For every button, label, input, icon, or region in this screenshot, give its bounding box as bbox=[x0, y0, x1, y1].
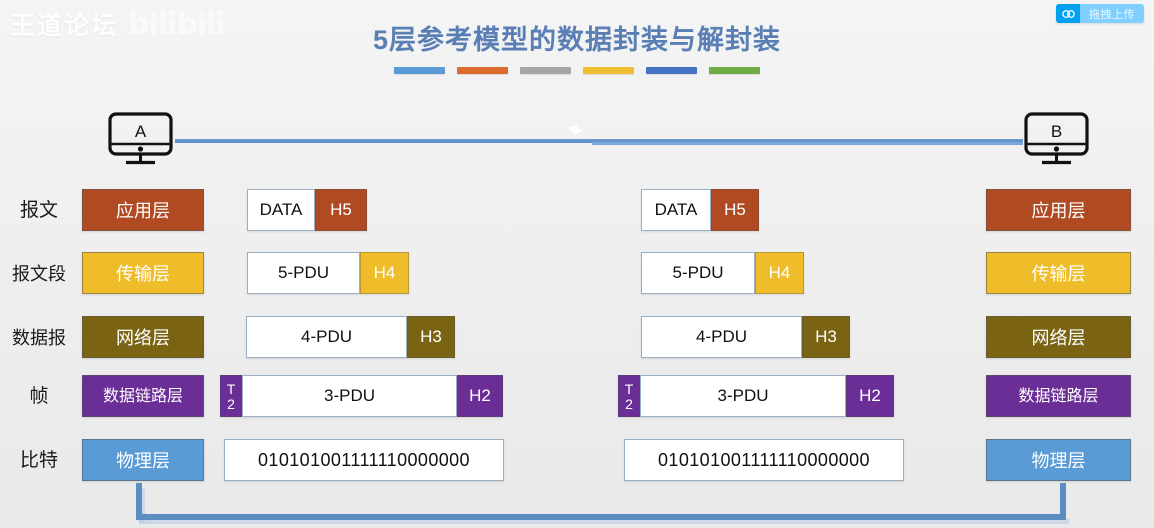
host-link-line-segment bbox=[592, 142, 1023, 145]
row-label-0: 报文 bbox=[19, 200, 58, 221]
row-physical: 比特 物理层 010101001111110000000 01010100111… bbox=[0, 439, 1154, 483]
accent-bar-5 bbox=[709, 67, 760, 74]
row-label-4: 比特 bbox=[19, 450, 58, 471]
trailer-line-1: T bbox=[624, 381, 634, 398]
accent-bar-group bbox=[0, 67, 1154, 74]
packet-right-physical-bits: 010101001111110000000 bbox=[624, 439, 904, 481]
upload-button-label: 拖拽上传 bbox=[1080, 4, 1144, 23]
packet-left-application-header: H5 bbox=[315, 189, 367, 231]
packet-right-network-body: 4-PDU bbox=[641, 316, 802, 358]
trailer-line-2: 2 bbox=[625, 395, 633, 412]
packet-right-application-header: H5 bbox=[711, 189, 759, 231]
packet-left-transport-body: 5-PDU bbox=[247, 252, 360, 294]
row-label-1: 报文段 bbox=[12, 264, 66, 284]
layer-box-right-transport[interactable]: 传输层 bbox=[986, 252, 1131, 294]
mouse-cursor-icon bbox=[568, 124, 584, 135]
packet-left-physical[interactable]: 010101001111110000000 bbox=[224, 439, 504, 481]
host-a-monitor-icon: A bbox=[107, 112, 174, 168]
accent-bar-0 bbox=[394, 67, 445, 74]
layer-box-right-application[interactable]: 应用层 bbox=[986, 189, 1131, 231]
row-label-2: 数据报 bbox=[12, 328, 66, 348]
packet-right-transport-body: 5-PDU bbox=[641, 252, 755, 294]
layer-box-left-transport[interactable]: 传输层 bbox=[82, 252, 204, 294]
host-b-monitor-icon: B bbox=[1023, 112, 1090, 168]
packet-left-application[interactable]: DATA H5 bbox=[247, 189, 367, 231]
packet-right-application[interactable]: DATA H5 bbox=[641, 189, 759, 231]
packet-left-transport-header: H4 bbox=[360, 252, 409, 294]
layer-box-left-physical[interactable]: 物理层 bbox=[82, 439, 204, 481]
bracket-right-leg bbox=[1060, 483, 1066, 519]
cloud-icon bbox=[1056, 4, 1080, 23]
bracket-bottom-bar bbox=[136, 514, 1066, 520]
accent-bar-2 bbox=[520, 67, 571, 74]
row-network: 数据报 网络层 4-PDU H3 4-PDU H3 网络层 bbox=[0, 316, 1154, 360]
packet-left-transport[interactable]: 5-PDU H4 bbox=[247, 252, 409, 294]
packet-right-physical[interactable]: 010101001111110000000 bbox=[624, 439, 904, 481]
accent-bar-1 bbox=[457, 67, 508, 74]
row-application: 报文 应用层 DATA H5 DATA H5 应用层 bbox=[0, 189, 1154, 233]
layer-box-left-datalink[interactable]: 数据链路层 bbox=[82, 375, 204, 417]
row-label-3: 帧 bbox=[29, 386, 49, 407]
bracket-bottom-shadow bbox=[139, 519, 1069, 524]
host-link-line bbox=[175, 139, 1023, 143]
packet-right-transport-header: H4 bbox=[755, 252, 804, 294]
packet-left-network-body: 4-PDU bbox=[246, 316, 407, 358]
layer-box-left-application[interactable]: 应用层 bbox=[82, 189, 204, 231]
trailer-line-1: T bbox=[226, 381, 236, 398]
accent-bar-3 bbox=[583, 67, 634, 74]
layer-box-right-datalink[interactable]: 数据链路层 bbox=[986, 375, 1131, 417]
packet-right-network[interactable]: 4-PDU H3 bbox=[641, 316, 850, 358]
trailer-line-2: 2 bbox=[227, 395, 235, 412]
bracket-left-shadow bbox=[139, 488, 145, 523]
host-a-label: A bbox=[134, 122, 147, 141]
packet-left-application-body: DATA bbox=[247, 189, 315, 231]
packet-left-network[interactable]: 4-PDU H3 bbox=[246, 316, 455, 358]
packet-left-physical-bits: 010101001111110000000 bbox=[224, 439, 504, 481]
packet-left-network-header: H3 bbox=[407, 316, 455, 358]
row-transport: 报文段 传输层 5-PDU H4 5-PDU H4 传输层 bbox=[0, 252, 1154, 296]
bracket-left-leg bbox=[136, 483, 142, 519]
host-b-label: B bbox=[1050, 122, 1063, 141]
packet-right-application-body: DATA bbox=[641, 189, 711, 231]
page-title: 5层参考模型的数据封装与解封装 bbox=[372, 25, 781, 55]
packet-left-datalink-body: 3-PDU bbox=[242, 375, 457, 417]
packet-right-datalink-header: H2 bbox=[846, 375, 894, 417]
layer-box-right-network[interactable]: 网络层 bbox=[986, 316, 1131, 358]
packet-right-network-header: H3 bbox=[802, 316, 850, 358]
packet-left-datalink-header: H2 bbox=[457, 375, 503, 417]
layer-box-left-network[interactable]: 网络层 bbox=[82, 316, 204, 358]
packet-right-transport[interactable]: 5-PDU H4 bbox=[641, 252, 804, 294]
layer-box-right-physical[interactable]: 物理层 bbox=[986, 439, 1131, 481]
upload-button[interactable]: 拖拽上传 bbox=[1056, 4, 1144, 23]
packet-right-datalink-body: 3-PDU bbox=[640, 375, 846, 417]
accent-bar-4 bbox=[646, 67, 697, 74]
